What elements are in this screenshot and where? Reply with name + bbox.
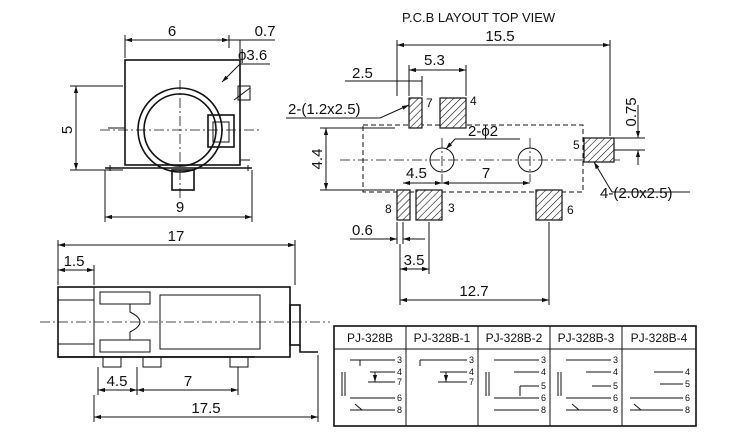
c4-pin-8: 8: [613, 405, 618, 415]
variant-header-1: PJ-328B: [347, 331, 393, 345]
variant-table-border: [333, 325, 697, 427]
side-pin-a: [102, 356, 122, 368]
component-outline-dashed: [362, 124, 584, 193]
pad-label-6: 6: [567, 203, 574, 217]
pad-6: [535, 189, 563, 221]
dim-pcb-7: 7: [482, 165, 490, 182]
c3-pin-5: 5: [541, 381, 546, 391]
schematic-cell-3: 3 4 5 6 8: [485, 355, 546, 415]
dim-pcb-2-5: 2.5: [352, 65, 373, 82]
schematic-cell-2: 3 4 7: [419, 355, 474, 387]
c5-pin-8: 8: [685, 405, 690, 415]
variant-header-3: PJ-328B-2: [486, 331, 543, 345]
c1-pin-7: 7: [397, 377, 402, 387]
c5-pin-5: 5: [685, 379, 690, 389]
c3-pin-8: 8: [541, 405, 546, 415]
dim-pcb-0-75: 0.75: [623, 97, 640, 126]
c5-pin-4: 4: [685, 367, 690, 377]
variant-header-5: PJ-328B-4: [631, 331, 688, 345]
pad-label-7: 7: [426, 96, 433, 110]
c3-pin-4: 4: [541, 367, 546, 377]
pcb-layout: P.C.B LAYOUT TOP VIEW 7 4 8 3 6 5 15.5 5…: [286, 10, 690, 305]
dim-pcb-15-5: 15.5: [485, 28, 514, 45]
dim-height-5: 5: [59, 126, 76, 134]
dim-pcb-5-3: 5.3: [424, 52, 445, 69]
dim-pcb-4-4: 4.4: [309, 149, 326, 170]
schematic-cell-1: 3 4 7 6 8: [341, 355, 402, 415]
c3-pin-3: 3: [541, 355, 546, 365]
front-view: 6 0.7 ϕ3.6 5 9: [59, 23, 275, 222]
c4-pin-4: 4: [613, 367, 618, 377]
dim-base-9: 9: [176, 199, 184, 216]
pad-label-4: 4: [470, 94, 477, 108]
c3-pin-6: 6: [541, 393, 546, 403]
variant-header-4: PJ-328B-3: [558, 331, 615, 345]
c4-pin-5: 5: [613, 381, 618, 391]
side-pin-c: [229, 356, 249, 368]
dim-diameter-3-6: ϕ3.6: [238, 47, 267, 64]
pad-label-8: 8: [385, 202, 392, 216]
front-body-outline: [124, 59, 241, 166]
dim-pin-4-5: 4.5: [107, 373, 128, 390]
pad-label-3: 3: [448, 201, 455, 215]
c2-pin-3: 3: [469, 355, 474, 365]
dim-pcb-3-5: 3.5: [404, 252, 425, 269]
dim-width-6: 6: [168, 23, 176, 40]
variant-table: PJ-328B PJ-328B-1 PJ-328B-2 PJ-328B-3 PJ…: [333, 325, 697, 427]
pcb-title: P.C.B LAYOUT TOP VIEW: [402, 10, 556, 25]
spring-contact: [207, 114, 235, 148]
front-bottom-pin: [171, 169, 195, 191]
pad-5: [583, 137, 615, 163]
pad-3: [415, 189, 443, 221]
c1-pin-4: 4: [397, 367, 402, 377]
c1-pin-3: 3: [397, 355, 402, 365]
side-tab: [289, 304, 301, 346]
variant-header-2: PJ-328B-1: [414, 331, 471, 345]
schematic-cell-4: 3 4 5 6 8: [557, 355, 618, 415]
dim-offset-0-7: 0.7: [255, 23, 276, 40]
c2-pin-7: 7: [469, 377, 474, 387]
c1-pin-6: 6: [397, 393, 402, 403]
c4-pin-6: 6: [613, 393, 618, 403]
pad-8: [396, 189, 411, 221]
dim-length-17: 17: [168, 228, 185, 245]
pad-7: [408, 97, 423, 129]
callout-large-pads: 4-(2.0x2.5): [600, 185, 673, 202]
dim-lip-1-5: 1.5: [64, 253, 85, 270]
c2-pin-4: 4: [469, 367, 474, 377]
pad-4: [439, 97, 467, 129]
c4-pin-3: 3: [613, 355, 618, 365]
schematic-cell-5: 4 5 6 8: [630, 367, 690, 415]
side-pin-b: [142, 356, 162, 368]
callout-small-pads: 2-(1.2x2.5): [288, 101, 361, 118]
dim-total-17-5: 17.5: [191, 400, 220, 417]
dim-pin-7: 7: [184, 373, 192, 390]
pad-label-5: 5: [573, 138, 580, 152]
dim-pcb-12-7: 12.7: [459, 283, 488, 300]
dim-pcb-4-5: 4.5: [406, 165, 427, 182]
dim-pcb-0-6: 0.6: [352, 222, 373, 239]
c5-pin-6: 6: [685, 393, 690, 403]
c1-pin-8: 8: [397, 405, 402, 415]
side-view: 17 1.5 4.5 7 17.5: [40, 228, 330, 422]
callout-holes: 2-ϕ2: [468, 123, 498, 140]
